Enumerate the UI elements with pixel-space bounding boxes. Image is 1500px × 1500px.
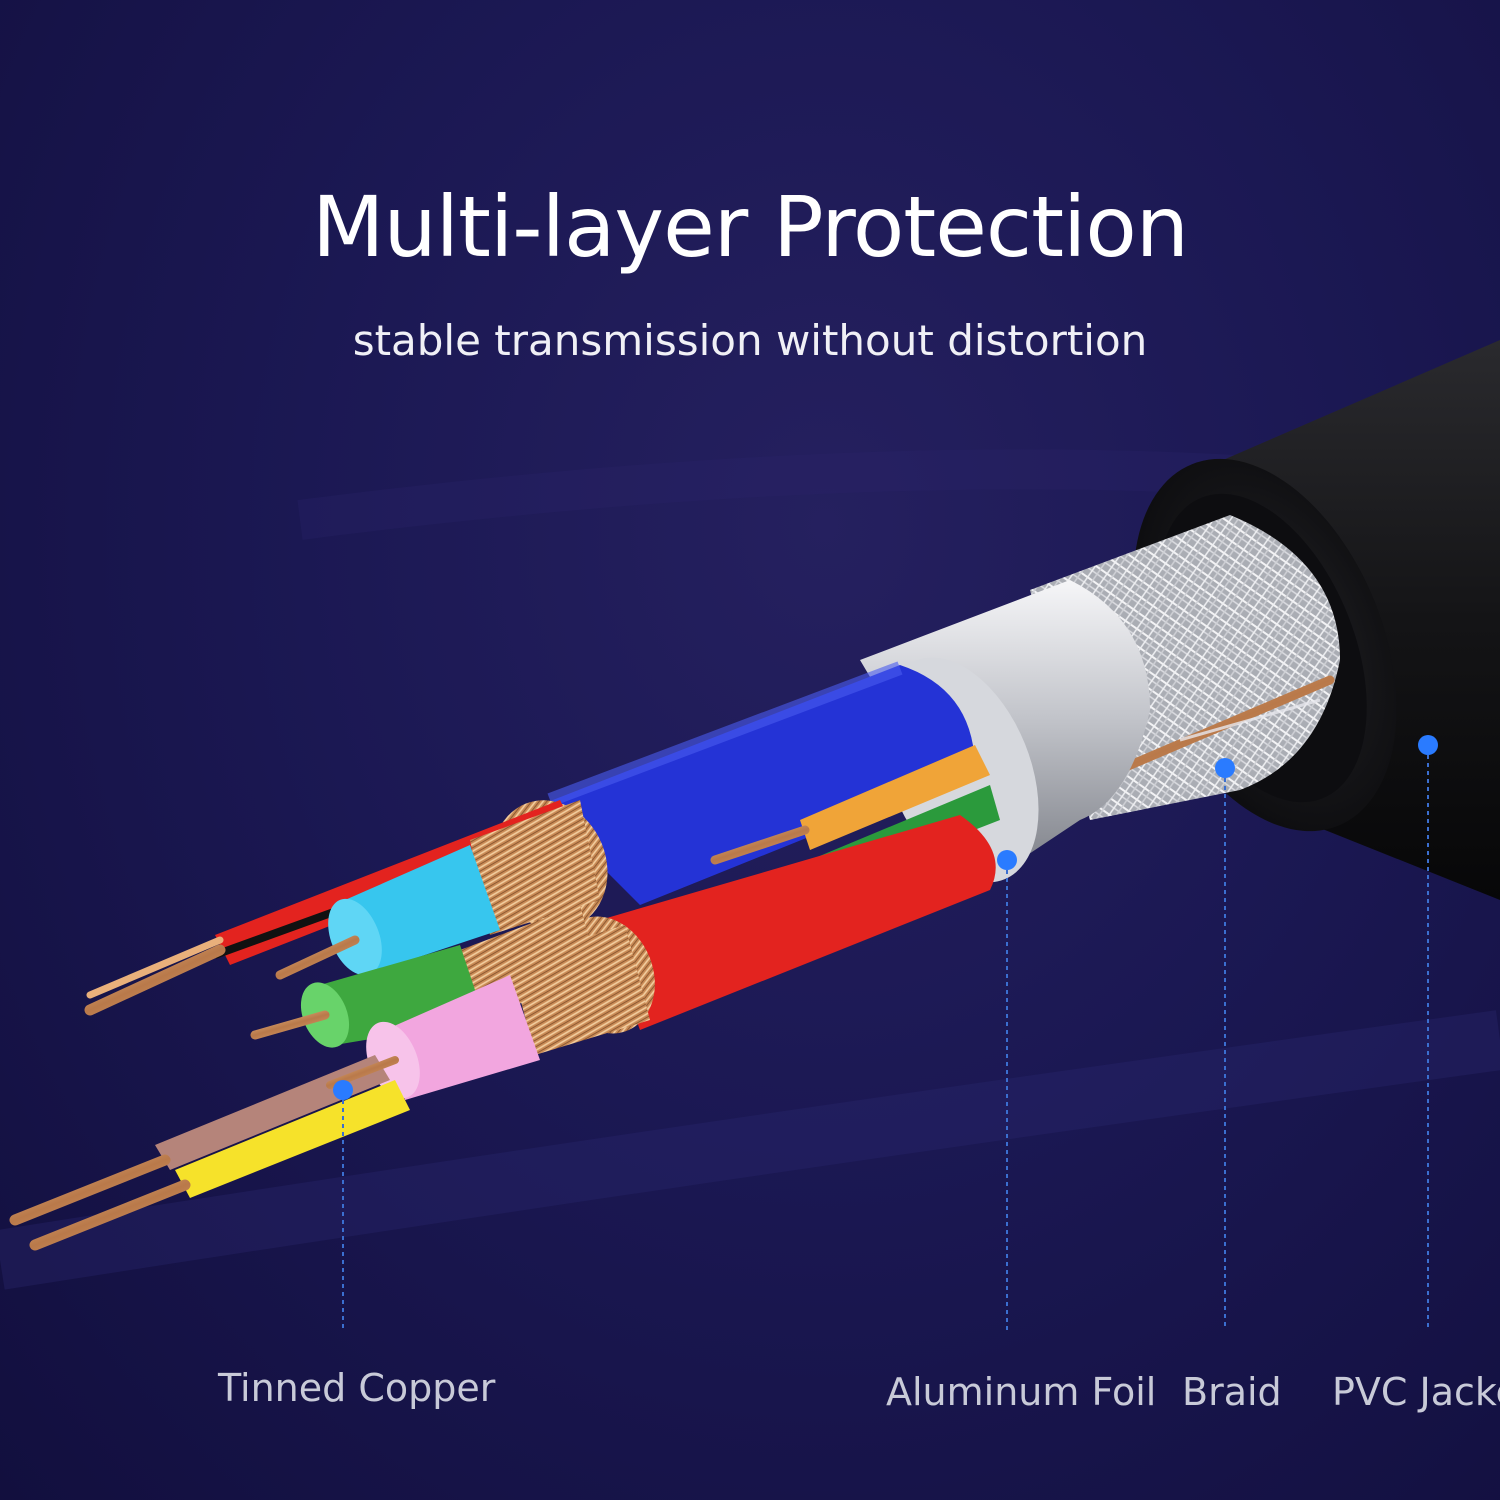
wire-cyan: [275, 800, 600, 980]
callout-aluminum-foil: [997, 850, 1017, 1330]
banner-title: Multi-layer Protection: [311, 178, 1189, 276]
label-aluminum-foil: Aluminum Foil: [886, 1370, 1157, 1414]
callout-pvc-jacket: [1418, 735, 1438, 1330]
label-braid: Braid: [1182, 1370, 1282, 1414]
banner-subtitle: stable transmission without distortion: [352, 316, 1148, 365]
label-pvc-jacket: PVC Jacke: [1332, 1370, 1500, 1414]
callout-tinned-copper: [333, 1080, 353, 1330]
wire-orange: [710, 745, 990, 865]
callout-braid: [1215, 758, 1235, 1330]
label-tinned-copper: Tinned Copper: [218, 1366, 496, 1410]
background-swoosh: [0, 1010, 1500, 1290]
